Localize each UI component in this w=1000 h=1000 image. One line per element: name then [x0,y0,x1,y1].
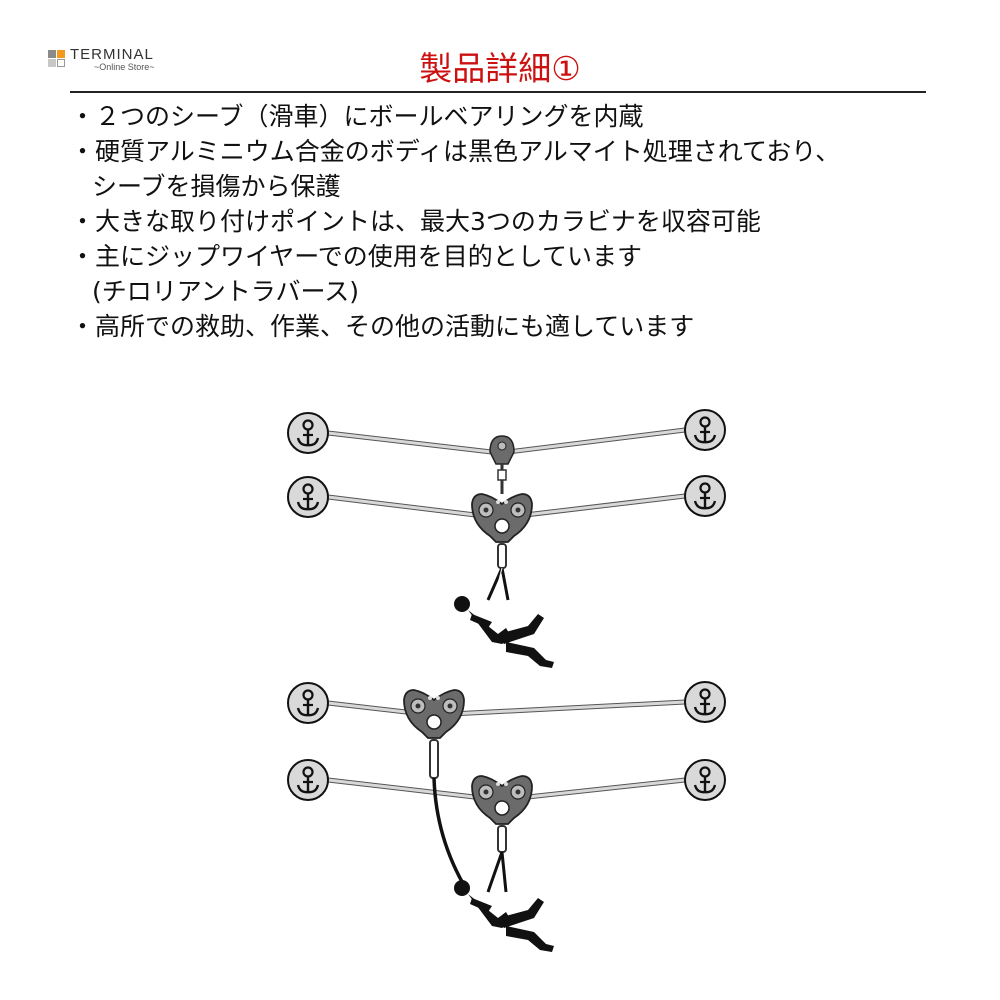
anchor-icon [683,408,727,452]
feature-item-continued: (チロリアントラバース) [92,277,360,306]
store-logo[interactable]: TERMINAL ~Online Store~ [48,46,178,76]
anchor-icon [286,758,330,802]
title-divider [70,91,926,93]
feature-item: ・主にジップワイヤーでの使用を目的としています [70,242,643,271]
feature-item: ・硬質アルミニウム合金のボディは黒色アルマイト処理されており、 [70,137,841,166]
carabiner-icon [429,739,439,779]
feature-item: ・２つのシーブ（滑車）にボールベアリングを内蔵 [70,102,644,131]
anchor-icon [286,411,330,455]
logo-tagline: ~Online Store~ [94,62,155,72]
pulley-icon [471,775,533,825]
anchor-icon [683,474,727,518]
feature-item-continued: シーブを損傷から保護 [92,172,341,201]
feature-item: ・大きな取り付けポイントは、最大3つのカラビナを収容可能 [70,207,761,236]
feature-item: ・高所での救助、作業、その他の活動にも適しています [70,312,695,341]
climber-icon [454,596,554,668]
scenario-single-line [286,408,727,668]
anchor-icon [286,475,330,519]
logo-name: TERMINAL [70,46,154,63]
climber-icon [454,880,554,952]
page-title: 製品詳細① [419,49,581,88]
logo-mark-icon [48,50,66,68]
usage-diagram [286,408,727,952]
scenario-transfer [286,680,727,952]
anchor-icon [683,680,727,724]
pulley-icon [471,493,533,543]
anchor-icon [286,681,330,725]
anchor-icon [683,758,727,802]
carabiner-icon [497,825,507,853]
pulley-icon [403,689,465,739]
small-pulley-icon [489,435,515,465]
feature-list: ・２つのシーブ（滑車）にボールベアリングを内蔵 ・硬質アルミニウム合金のボディは… [70,99,950,344]
